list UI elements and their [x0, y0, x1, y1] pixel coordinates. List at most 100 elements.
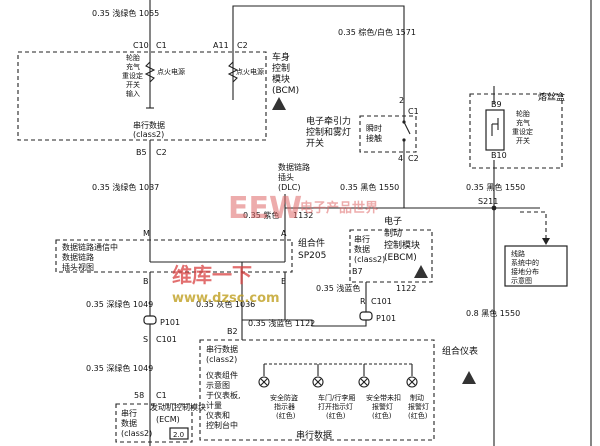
switch-contact: [403, 121, 411, 135]
wire-label-1049-b: 0.35 深绿色 1049: [86, 363, 153, 373]
ecm-box: [115, 403, 193, 443]
svg-text:计量: 计量: [206, 400, 222, 410]
svg-text:于仪表板,: 于仪表板,: [206, 390, 241, 400]
traction-label-1: 电子牵引力: [306, 115, 351, 127]
wire-label-1122-b: 0.35 浅蓝色: [316, 283, 360, 293]
wire-label-1132: 0.35 紫色: [243, 210, 279, 220]
connector-p101-right-shape: [359, 311, 373, 321]
wire-label-1550-bottom: 0.8 黑色 1550: [466, 308, 520, 318]
wire-label-1122-a: 0.35 浅蓝色 1122: [248, 318, 315, 328]
cluster-label: 组合仪表: [442, 345, 478, 357]
connector-c2-bcm: C2: [156, 148, 167, 157]
svg-text:控制和雾灯: 控制和雾灯: [306, 126, 351, 138]
svg-text:数据: 数据: [354, 244, 370, 254]
connector-e: E: [281, 277, 286, 286]
fuse-box-label: 熔丝盒: [538, 91, 565, 103]
connector-c101-right: C101: [371, 297, 392, 306]
svg-text:插头视图: 插头视图: [62, 262, 94, 272]
connector-b5: B5: [136, 148, 147, 157]
connector-c101-left: C101: [156, 335, 177, 344]
wire-label-1550-right: 0.35 黑色 1550: [466, 182, 525, 192]
ign-power-label-2: 点火电源: [236, 67, 264, 76]
connector-p101-left-shape: [143, 315, 157, 325]
svg-text:(红色): (红色): [372, 411, 392, 420]
instrument-cluster-box: [199, 339, 435, 441]
svg-text:控制: 控制: [272, 62, 290, 74]
svg-text:1132: 1132: [293, 211, 313, 220]
svg-text:插头: 插头: [278, 172, 294, 182]
cluster-serial-1: 串行数据: [206, 344, 238, 354]
ebcm-label-1: 电子: [384, 215, 402, 227]
svg-text:报警灯: 报警灯: [372, 402, 393, 411]
cluster-desc-1: 仪表组件: [206, 370, 238, 380]
svg-text:示意图: 示意图: [206, 380, 230, 390]
svg-text:接触: 接触: [366, 133, 382, 143]
hub-label-1: 数据链路通信中: [62, 242, 118, 252]
bcm-label-1: 车身: [272, 51, 290, 63]
svg-text:(class2): (class2): [133, 130, 164, 139]
svg-text:开关: 开关: [306, 137, 324, 149]
tire-reset-switch: [485, 109, 505, 151]
svg-text:(class2): (class2): [206, 355, 237, 364]
wire-label-1550-mid: 0.35 黑色 1550: [340, 182, 399, 192]
svg-text:仪表和: 仪表和: [206, 410, 230, 420]
svg-text:开关: 开关: [516, 136, 530, 145]
serial-bus-label: 串行数据: [296, 429, 332, 441]
svg-text:SP205: SP205: [298, 251, 326, 261]
ecm-page-ref: 2.0: [173, 431, 184, 439]
svg-text:1122: 1122: [396, 284, 416, 293]
connector-s: S: [143, 335, 148, 344]
connector-pin2: 2: [399, 96, 404, 105]
lamp3-label-1: 安全带未扣: [366, 393, 401, 402]
svg-text:(class2): (class2): [354, 255, 385, 264]
splice-pack-label: 组合件: [298, 237, 325, 249]
svg-text:(DLC): (DLC): [278, 183, 300, 192]
connector-c2-top: C2: [237, 41, 248, 50]
dlc-label-1: 数据链路: [278, 162, 310, 172]
ebcm-serial-1: 串行: [354, 234, 370, 244]
svg-text:充气: 充气: [516, 118, 530, 127]
svg-text:数据: 数据: [121, 418, 137, 428]
connector-b: B: [143, 277, 149, 286]
svg-text:系统中的: 系统中的: [511, 258, 539, 267]
lamp-door: [312, 364, 324, 388]
connector-pin4: 4: [398, 154, 403, 163]
bcm-serial-1: 串行数据: [133, 120, 165, 130]
connector-b10: B10: [491, 151, 507, 160]
svg-text:(红色): (红色): [408, 411, 428, 420]
svg-text:制动: 制动: [384, 227, 402, 239]
watermark-url: www.dzsc.com: [172, 291, 280, 306]
svg-text:开关: 开关: [126, 80, 140, 89]
connector-a: A: [281, 229, 287, 238]
svg-text:重设定: 重设定: [122, 71, 143, 80]
ecm-serial-1: 串行: [121, 408, 137, 418]
lamp2-label-1: 车门/行李厢: [318, 393, 355, 402]
ebcm-box: [349, 229, 433, 283]
connector-c1-sw: C1: [408, 107, 419, 116]
wire-label-1037: 0.35 浅绿色 1037: [92, 182, 159, 192]
splice-s211-label: S211: [478, 197, 498, 206]
connector-a11: A11: [213, 41, 229, 50]
esd-icon-ebcm: [414, 265, 428, 278]
connector-c1-top: C1: [156, 41, 167, 50]
svg-text:打开指示灯: 打开指示灯: [318, 402, 353, 411]
traction-switch-box: [359, 115, 417, 153]
wire-label-1571: 0.35 棕色/白色 1571: [338, 27, 416, 37]
lamp-brake: [406, 364, 418, 388]
svg-text:(红色): (红色): [326, 411, 346, 420]
svg-text:重设定: 重设定: [512, 127, 533, 136]
svg-text:(class2): (class2): [121, 429, 152, 438]
svg-text:控制台中: 控制台中: [206, 420, 238, 430]
svg-text:报警灯: 报警灯: [408, 402, 429, 411]
watermark-weiku: 维库一下: [172, 263, 252, 287]
svg-text:接地分布: 接地分布: [511, 267, 539, 276]
connector-m: M: [143, 229, 150, 238]
wire-label-1049-a: 0.35 深绿色 1049: [86, 299, 153, 309]
svg-text:(EBCM): (EBCM): [384, 253, 417, 263]
connector-p101-left: P101: [160, 318, 180, 327]
wire-label-1055: 0.35 浅绿色 1055: [92, 8, 159, 18]
connector-b9: B9: [491, 100, 502, 109]
lamp-seatbelt: [358, 364, 370, 388]
